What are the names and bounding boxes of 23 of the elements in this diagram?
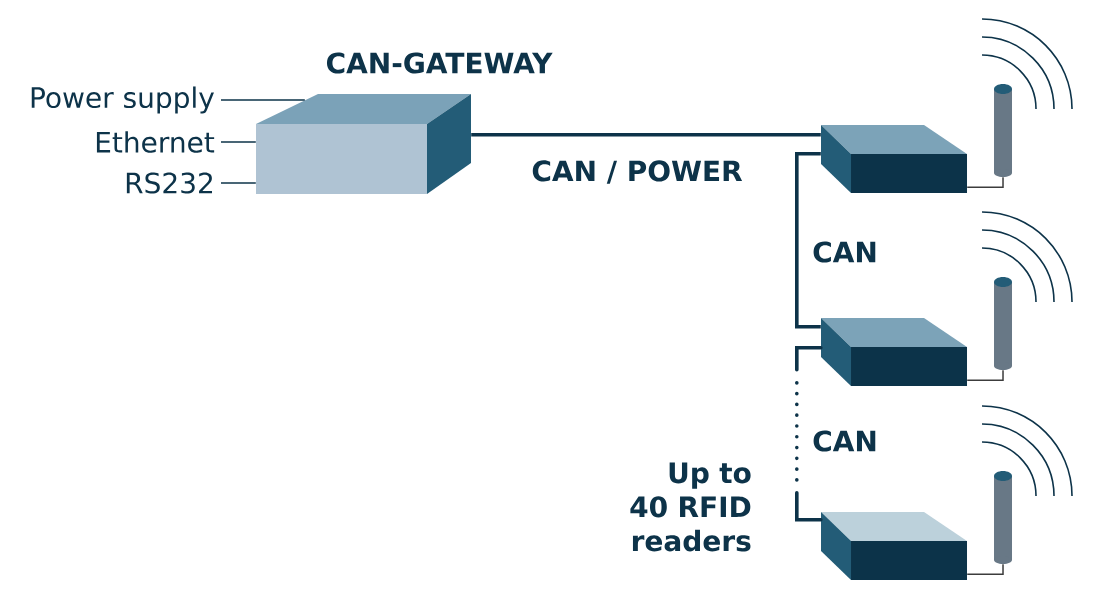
antenna-cable	[966, 369, 1004, 381]
antenna-cable	[966, 176, 1004, 188]
note: Up to 40 RFID readers	[630, 462, 751, 552]
antenna	[994, 277, 1012, 370]
port-label: RS232	[126, 172, 212, 194]
edge-label: CAN	[810, 239, 880, 265]
box-heading: CAN-GATEWAY	[326, 52, 553, 74]
cable	[795, 152, 821, 329]
edge-label: CAN	[810, 428, 880, 454]
port-label: Ethernet	[96, 131, 215, 153]
device-box	[821, 318, 967, 386]
port-label: Power supply	[31, 86, 214, 114]
antenna-cable	[966, 563, 1004, 575]
leader-line	[220, 99, 306, 101]
device-box	[821, 125, 967, 193]
cable	[471, 133, 821, 137]
device-box	[821, 512, 967, 580]
edge-label: CAN / POWER	[529, 158, 745, 186]
cable	[795, 346, 823, 522]
antenna	[994, 471, 1012, 564]
antenna	[994, 84, 1012, 177]
leader-line	[220, 141, 257, 143]
leader-line	[220, 182, 257, 184]
